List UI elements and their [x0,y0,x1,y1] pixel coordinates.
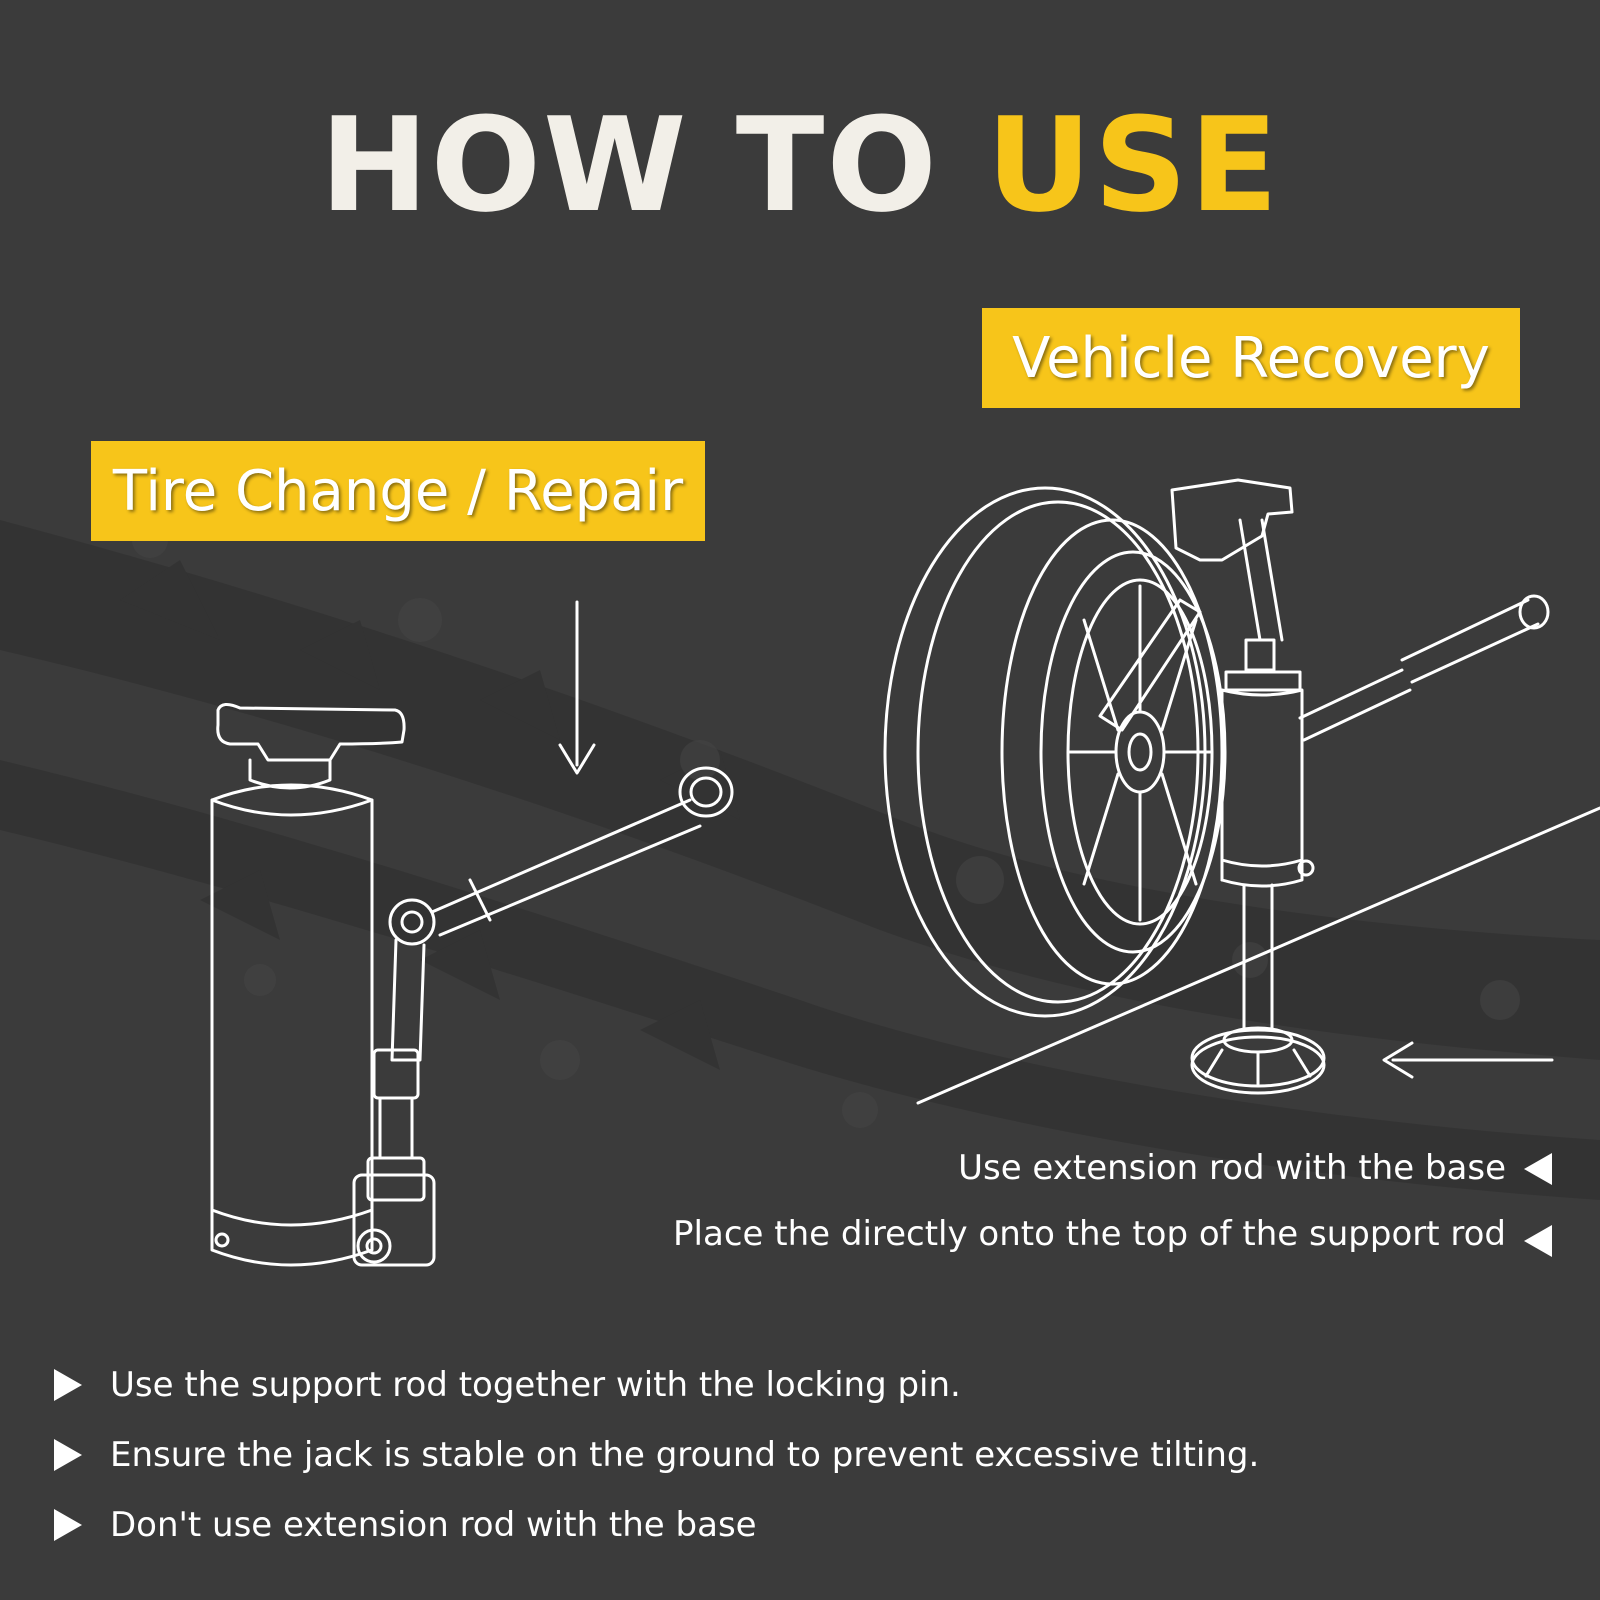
instruction-list: Use the support rod together with the lo… [54,1350,1259,1560]
recovery-note: Use extension rod with the base [958,1148,1506,1188]
jack-stand-icon [1098,478,1550,1095]
bottle-jack-icon [210,703,734,1267]
instruction-text: Don't use extension rod with the base [110,1505,757,1545]
pointer-left-icon [1524,1153,1552,1185]
left-arrow-icon [1382,1041,1554,1079]
instruction-text: Use the support rod together with the lo… [110,1365,961,1405]
tire-change-label: Tire Change / Repair [91,441,705,541]
wheel-icon [883,486,1227,1018]
pointer-left-icon [1524,1225,1552,1257]
page-title: HOW TO USE [0,100,1600,230]
bullet-triangle-icon [54,1439,82,1471]
instruction-text: Ensure the jack is stable on the ground … [110,1435,1260,1475]
list-item: Don't use extension rod with the base [54,1490,1259,1560]
title-part-white: HOW TO [319,89,939,241]
ground-line [916,806,1600,1105]
list-item: Use the support rod together with the lo… [54,1350,1259,1420]
vehicle-recovery-label: Vehicle Recovery [982,308,1520,408]
down-arrow-icon [558,600,596,775]
bullet-triangle-icon [54,1369,82,1401]
title-part-yellow: USE [986,89,1281,241]
recovery-note: Place the directly onto the top of the s… [673,1214,1506,1254]
list-item: Ensure the jack is stable on the ground … [54,1420,1259,1490]
bullet-triangle-icon [54,1509,82,1541]
